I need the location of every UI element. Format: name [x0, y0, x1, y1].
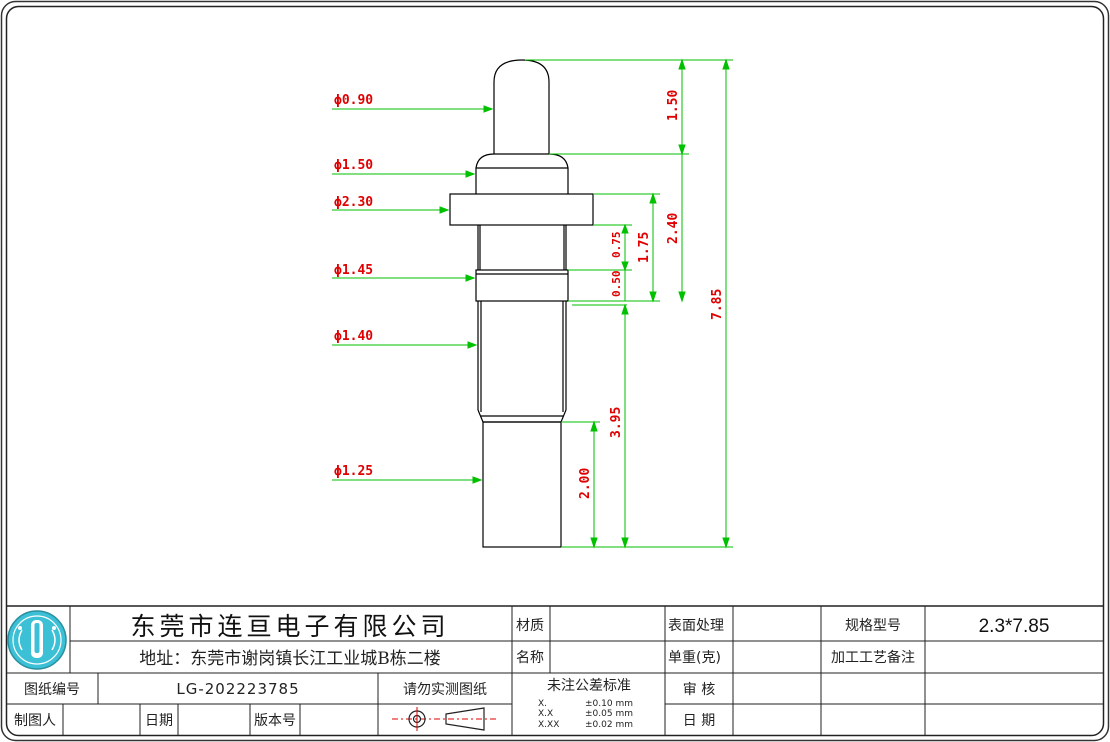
extension-lines [525, 59, 733, 548]
tol-xxx: X.XX [538, 720, 559, 730]
tol-xx: X.X [538, 709, 553, 719]
company-address: 地址：东莞市谢岗镇长江工业城B栋二楼 [139, 649, 441, 669]
length-label-2-00: 2.00 [578, 468, 593, 499]
barrel-taper [477, 409, 567, 423]
diameter-label-tip: ϕ0.90 [334, 93, 373, 108]
process-label: 加工工艺备注 [831, 649, 915, 666]
no-measure-note: 请勿实测图纸 [403, 682, 487, 698]
plunger-tip [493, 59, 550, 107]
length-label-tip: 1.50 [666, 90, 681, 121]
date-label: 日期 [145, 713, 173, 729]
date-label-right: 日 期 [683, 713, 715, 729]
projection-symbol-icon [392, 707, 498, 731]
tail [482, 421, 562, 548]
diameter-label-ring: ϕ1.45 [334, 263, 373, 278]
drafter-label: 制图人 [14, 713, 56, 729]
pogo-pin-part [449, 59, 594, 548]
length-label-0-75: 0.75 [610, 232, 623, 259]
surface-label: 表面处理 [668, 618, 724, 634]
material-label: 材质 [516, 618, 544, 634]
collar-flange [449, 193, 594, 226]
tol-x: X. [538, 699, 547, 709]
tol-xx-val: ±0.05 mm [585, 709, 633, 719]
length-label-3-95: 3.95 [609, 407, 624, 438]
length-label-collar-offset: 2.40 [666, 213, 681, 244]
diameter-leaders [332, 105, 494, 484]
company-name: 东莞市连亘电子有限公司 [130, 612, 449, 641]
spec-label: 规格型号 [845, 618, 901, 634]
length-label-0-50: 0.50 [610, 271, 623, 298]
shoulder [475, 153, 569, 194]
version-label: 版本号 [254, 713, 296, 729]
spec-value: 2.3*7.85 [979, 616, 1050, 637]
diameter-label-tail: ϕ1.25 [334, 464, 373, 479]
diameter-label-barrel: ϕ1.40 [334, 329, 373, 344]
pogo-pin-logo-icon [7, 610, 67, 670]
review-label: 审 核 [683, 682, 715, 698]
diameter-label-shoulder: ϕ1.50 [334, 158, 373, 173]
drawing-no-label: 图纸编号 [24, 682, 80, 698]
barrel-ring [475, 269, 569, 302]
tol-x-val: ±0.10 mm [585, 699, 633, 709]
weight-label: 单重(克) [668, 650, 721, 666]
tolerance-title: 未注公差标准 [547, 678, 631, 694]
length-label-total: 7.85 [710, 289, 725, 320]
diameter-label-collar: ϕ2.30 [334, 195, 373, 210]
tol-xxx-val: ±0.02 mm [585, 720, 633, 730]
title-block-grid [6, 606, 1103, 735]
drawing-border [5, 5, 1105, 737]
length-label-1-75: 1.75 [637, 232, 652, 263]
drawing-no: LG-202223785 [176, 680, 299, 698]
name-label: 名称 [516, 650, 544, 666]
dimension-lines [590, 58, 730, 549]
